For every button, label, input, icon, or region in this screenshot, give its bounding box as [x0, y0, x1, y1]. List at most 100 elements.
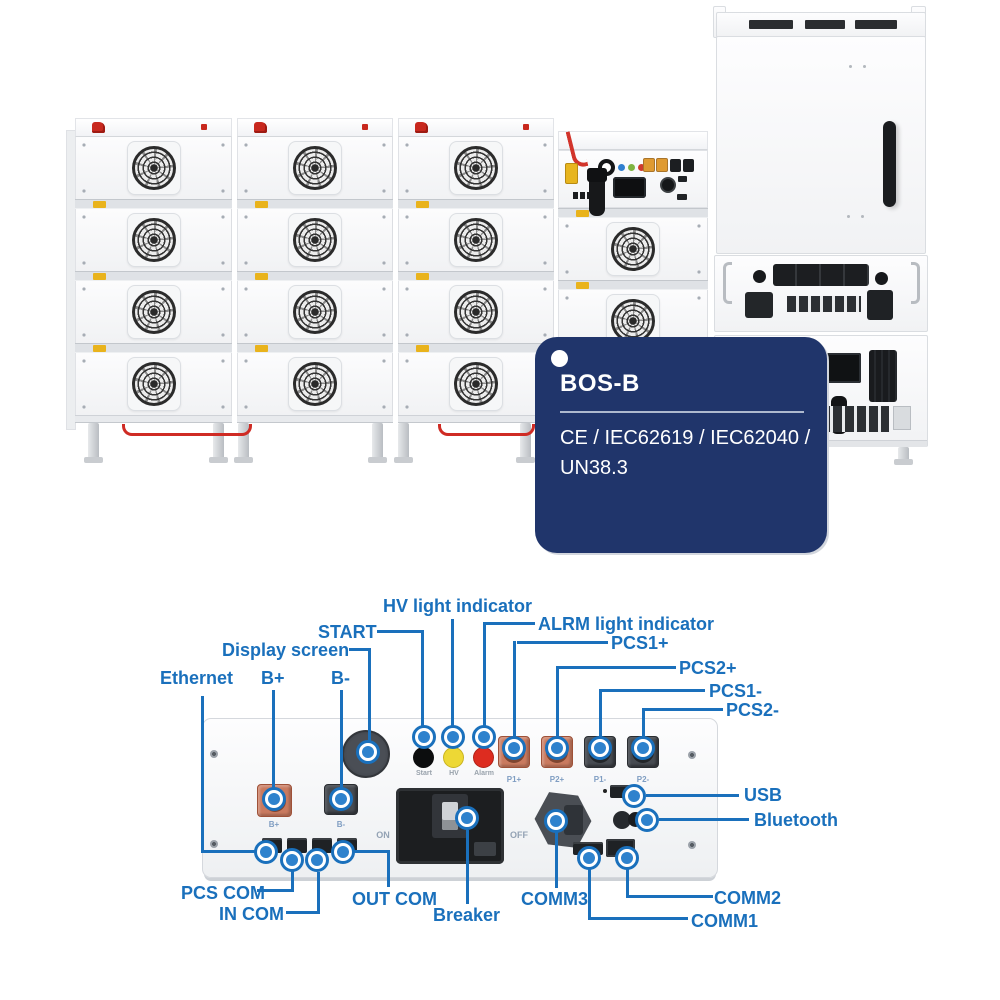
b-plus-marking: B+	[268, 820, 280, 829]
callout-label-comm3: COMM3	[521, 889, 588, 909]
led-red-icon	[638, 164, 645, 171]
fan-icon	[293, 218, 337, 262]
knob-icon	[875, 272, 888, 285]
callout-label-pcs1-plus: PCS1+	[611, 633, 669, 653]
marker-pcs2-minus	[631, 736, 655, 760]
knob-icon	[753, 270, 766, 283]
badge-dot-icon	[551, 350, 568, 367]
callout-line-display-screen	[368, 648, 371, 742]
cabinet-top-bar	[716, 12, 926, 38]
callout-label-hv: HV light indicator	[383, 596, 533, 616]
vent-grille-icon	[821, 406, 889, 432]
battery-module	[398, 353, 554, 415]
rack-base-rail	[398, 415, 554, 423]
rack-rail	[398, 343, 554, 353]
callout-line-b-plus	[272, 690, 275, 788]
callout-line-bluetooth	[659, 818, 749, 821]
black-cable-head-icon	[587, 168, 607, 182]
callout-line-alrm	[485, 622, 535, 625]
callout-line-pcs2-minus	[642, 708, 645, 738]
rack-rail	[237, 271, 393, 281]
rack-column-1	[75, 118, 232, 423]
cabinet-foot	[894, 447, 913, 465]
callout-line-usb	[646, 794, 739, 797]
door-screw-icon	[849, 65, 852, 68]
fan-bezel	[126, 213, 181, 267]
hv-marking: HV	[449, 770, 459, 777]
comm3-socket	[564, 805, 583, 835]
rack-rail	[398, 199, 554, 209]
fan-icon	[454, 146, 498, 190]
p2-minus-marking: P2-	[636, 775, 650, 784]
callout-label-in-com: IN COM	[219, 904, 284, 924]
callout-label-pcs2-minus: PCS2-	[726, 700, 780, 720]
fan-icon	[131, 290, 176, 334]
lift-hook-icon	[911, 262, 920, 304]
product-name: BOS-B	[560, 370, 640, 397]
callout-line-pcs-com	[257, 889, 294, 892]
fan-icon	[454, 362, 498, 406]
marker-start	[412, 725, 436, 749]
marker-b-minus	[329, 787, 353, 811]
b-minus-marking: B-	[336, 820, 346, 829]
certifications-line2: UN38.3	[560, 457, 628, 479]
rack-rail	[75, 343, 232, 353]
callout-line-out-com	[387, 850, 390, 887]
callout-line-pcs-com	[291, 871, 294, 892]
marker-out-com-port	[331, 840, 355, 864]
callout-line-display-screen	[349, 648, 371, 651]
marker-b-plus	[262, 787, 286, 811]
cabinet-door	[716, 36, 926, 254]
battery-module	[75, 209, 232, 271]
rack-top-lip	[237, 118, 393, 137]
off-marking: OFF	[510, 830, 528, 840]
control-orange-connector	[656, 158, 668, 172]
callout-label-bluetooth: Bluetooth	[754, 810, 838, 830]
fan-icon	[611, 227, 655, 271]
fan-bezel	[449, 285, 503, 339]
battery-module	[398, 209, 554, 271]
callout-label-pcs-com: PCS COM	[181, 883, 266, 903]
red-power-cable-icon	[438, 424, 535, 436]
marker-in-com-port	[305, 848, 329, 872]
hv-indicator-light	[443, 747, 464, 768]
rack-top-lip	[398, 118, 554, 137]
alarm-indicator-light	[473, 747, 494, 768]
p1-minus-marking: P1-	[593, 775, 607, 784]
usb-dot-icon	[603, 789, 607, 793]
battery-module	[75, 281, 232, 343]
battery-module	[75, 353, 232, 415]
callout-line-comm3	[555, 832, 558, 888]
fan-bezel	[288, 357, 342, 411]
callout-line-ethernet	[201, 850, 255, 853]
door-screw-icon	[847, 215, 850, 218]
callout-line-pcs1-plus	[513, 641, 516, 738]
vent-slot-icon	[855, 20, 897, 29]
callout-line-pcs2-plus	[558, 666, 676, 669]
callout-line-breaker	[466, 830, 469, 904]
battery-module	[237, 137, 393, 199]
vent-slot-icon	[749, 20, 793, 29]
rack-foot	[234, 423, 253, 463]
rack-foot	[394, 423, 413, 463]
rack-rail	[558, 208, 708, 218]
rack-foot	[209, 423, 228, 463]
rack-column-3	[398, 118, 554, 423]
fan-icon	[131, 146, 176, 190]
rack-rail	[75, 199, 232, 209]
callout-line-in-com	[286, 911, 320, 914]
connector-box	[745, 292, 773, 318]
marker-usb	[622, 784, 646, 808]
callout-line-pcs1-plus	[517, 641, 608, 644]
marker-pcs2-plus	[545, 736, 569, 760]
rack-top-lip	[75, 118, 232, 137]
callout-label-pcs1-minus: PCS1-	[709, 681, 763, 701]
callout-label-out-com: OUT COM	[352, 889, 437, 909]
callout-line-hv	[451, 619, 454, 727]
battery-module	[558, 218, 708, 280]
callout-line-pcs1-minus	[599, 689, 602, 738]
bluetooth-knob-icon	[613, 811, 631, 829]
callout-line-pcs2-plus	[556, 666, 559, 738]
callout-line-out-com	[354, 850, 390, 853]
control-orange-connector	[643, 158, 655, 172]
